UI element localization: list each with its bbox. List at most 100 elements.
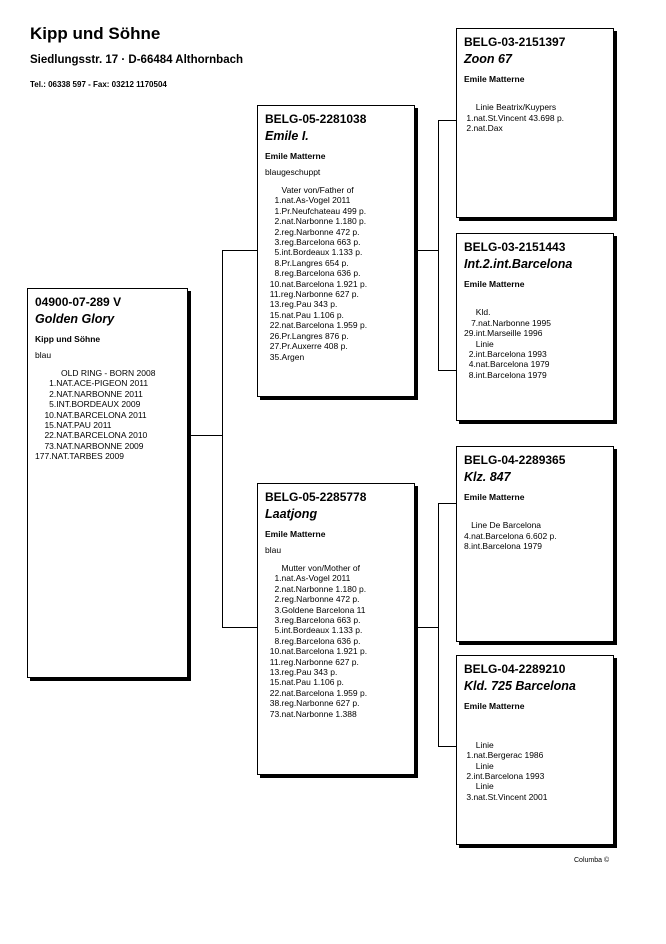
- performance-line: 35.Argen: [265, 351, 305, 362]
- pigeon-color: blau: [35, 350, 52, 360]
- performance-line: Line De Barcelona: [464, 520, 542, 531]
- performance-list: Linie Beatrix/Kuypers 1.nat.St.Vincent 4…: [464, 92, 606, 134]
- performance-line: 1.nat.St.Vincent 43.698 p.: [464, 112, 565, 123]
- connector-line: [438, 503, 456, 504]
- connector-line: [438, 120, 439, 371]
- performance-line: Mutter von/Mother of: [265, 563, 360, 573]
- performance-line: 1.nat.As-Vogel 2011: [265, 573, 351, 584]
- pigeon-breeder: Emile Matterne: [265, 529, 326, 539]
- performance-line: 1.Pr.Neufchateau 499 p.: [265, 205, 367, 216]
- pigeon-card-dam-dam[interactable]: BELG-04-2289210 Kld. 725 Barcelona Emile…: [456, 655, 614, 845]
- performance-line: 73.nat.Narbonne 1.388: [265, 708, 357, 719]
- performance-line: 1.nat.Bergerac 1986: [464, 750, 544, 761]
- performance-line: 22.NAT.BARCELONA 2010: [35, 430, 148, 441]
- pigeon-card-sire-dam[interactable]: BELG-03-2151443 Int.2.int.Barcelona Emil…: [456, 233, 614, 421]
- ring-number: BELG-03-2151397: [464, 35, 566, 49]
- performance-line: 2.nat.Narbonne 1.180 p.: [265, 216, 367, 227]
- breeder-address: Siedlungsstr. 17 · D-66484 Althornbach: [30, 54, 244, 66]
- performance-line: 22.nat.Barcelona 1.959 p.: [265, 687, 368, 698]
- breeder-name: Kipp und Söhne: [30, 24, 161, 43]
- performance-line: 7.nat.Narbonne 1995: [464, 317, 551, 328]
- performance-line: 15.nat.Pau 1.106 p.: [265, 677, 344, 688]
- performance-line: 5.int.Bordeaux 1.133 p.: [265, 625, 363, 636]
- performance-line: 8.int.Barcelona 1979: [464, 369, 547, 380]
- performance-line: 2.reg.Narbonne 472 p.: [265, 226, 360, 237]
- performance-line: [464, 92, 606, 102]
- pigeon-card-sire[interactable]: BELG-05-2281038 Emile I. Emile Matterne …: [257, 105, 415, 397]
- pigeon-name: Int.2.int.Barcelona: [464, 257, 573, 271]
- performance-line: 8.int.Barcelona 1979: [464, 541, 542, 552]
- performance-line: 4.nat.Barcelona 6.602 p.: [464, 530, 557, 541]
- performance-line: 13.reg.Pau 343 p.: [265, 667, 338, 678]
- performance-line: 11.reg.Narbonne 627 p.: [265, 289, 359, 300]
- pigeon-name: Emile I.: [265, 129, 309, 143]
- pigeon-color: blau: [265, 545, 282, 555]
- performance-line: [464, 729, 606, 739]
- performance-line: 1.NAT.ACE-PIGEON 2011: [35, 378, 149, 389]
- pigeon-card-sire-sire[interactable]: BELG-03-2151397 Zoon 67 Emile Matterne L…: [456, 28, 614, 218]
- pigeon-name: Golden Glory: [35, 312, 115, 326]
- ring-number: BELG-04-2289365: [464, 453, 566, 467]
- pigeon-name: Kld. 725 Barcelona: [464, 679, 576, 693]
- connector-line: [222, 250, 223, 628]
- pigeon-name: Klz. 847: [464, 470, 511, 484]
- pigeon-name: Zoon 67: [464, 52, 512, 66]
- performance-line: Linie: [464, 338, 494, 349]
- connector-line: [222, 250, 259, 251]
- performance-line: 3.reg.Barcelona 663 p.: [265, 237, 361, 248]
- performance-line: Linie: [464, 760, 494, 771]
- performance-line: [464, 510, 606, 520]
- performance-line: Linie: [464, 739, 494, 750]
- performance-line: Linie Beatrix/Kuypers: [464, 102, 557, 113]
- performance-line: 5.int.Bordeaux 1.133 p.: [265, 247, 363, 258]
- pigeon-breeder: Emile Matterne: [464, 492, 525, 502]
- performance-line: 3.nat.St.Vincent 2001: [464, 791, 548, 802]
- software-credit: Columba ©: [574, 857, 610, 864]
- performance-line: 15.NAT.PAU 2011: [35, 420, 112, 431]
- pigeon-breeder: Kipp und Söhne: [35, 334, 101, 344]
- performance-line: 2.NAT.NARBONNE 2011: [35, 388, 143, 399]
- connector-line: [438, 503, 439, 747]
- ring-number: 04900-07-289 V: [35, 295, 122, 309]
- performance-line: Kld.: [464, 307, 491, 318]
- connector-line: [188, 435, 223, 436]
- performance-line: 13.reg.Pau 343 p.: [265, 299, 338, 310]
- performance-line: 73.NAT.NARBONNE 2009: [35, 440, 144, 451]
- performance-line: 3.Goldene Barcelona 11: [265, 604, 366, 615]
- performance-line: 10.nat.Barcelona 1.921 p.: [265, 278, 368, 289]
- performance-line: [464, 297, 606, 307]
- connector-line: [415, 627, 439, 628]
- performance-line: 1.nat.As-Vogel 2011: [265, 195, 351, 206]
- performance-list: Linie 1.nat.Bergerac 1986 Linie 2.int.Ba…: [464, 719, 606, 802]
- performance-line: 2.int.Barcelona 1993: [464, 771, 545, 782]
- performance-line: 22.nat.Barcelona 1.959 p.: [265, 320, 368, 331]
- performance-list: Vater von/Father of 1.nat.As-Vogel 2011 …: [265, 185, 407, 362]
- pigeon-card-dam-sire[interactable]: BELG-04-2289365 Klz. 847 Emile Matterne …: [456, 446, 614, 642]
- performance-line: 26.Pr.Langres 876 p.: [265, 330, 349, 341]
- pigeon-card-dam[interactable]: BELG-05-2285778 Laatjong Emile Matterne …: [257, 483, 415, 775]
- breeder-contact: Tel.: 06338 597 - Fax: 03212 1170504: [30, 80, 167, 89]
- performance-line: 8.Pr.Langres 654 p.: [265, 257, 349, 268]
- performance-line: 2.reg.Narbonne 472 p.: [265, 594, 360, 605]
- performance-line: 177.NAT.TARBES 2009: [35, 451, 124, 462]
- performance-list: Mutter von/Mother of 1.nat.As-Vogel 2011…: [265, 563, 407, 719]
- ring-number: BELG-05-2281038: [265, 112, 367, 126]
- pigeon-breeder: Emile Matterne: [265, 151, 326, 161]
- connector-line: [415, 250, 439, 251]
- connector-line: [438, 120, 456, 121]
- performance-line: OLD RING - BORN 2008: [35, 368, 156, 378]
- performance-line: 5.INT.BORDEAUX 2009: [35, 399, 141, 410]
- pigeon-breeder: Emile Matterne: [464, 279, 525, 289]
- performance-line: Vater von/Father of: [265, 185, 354, 195]
- pigeon-card-subject[interactable]: 04900-07-289 V Golden Glory Kipp und Söh…: [27, 288, 188, 678]
- connector-line: [438, 370, 456, 371]
- connector-line: [438, 746, 456, 747]
- pigeon-color: blaugeschuppt: [265, 167, 321, 177]
- performance-line: Linie: [464, 781, 494, 792]
- performance-line: 11.reg.Narbonne 627 p.: [265, 656, 359, 667]
- connector-line: [222, 627, 259, 628]
- pigeon-breeder: Emile Matterne: [464, 74, 525, 84]
- performance-line: 8.reg.Barcelona 636 p.: [265, 268, 361, 279]
- performance-line: 2.int.Barcelona 1993: [464, 349, 547, 360]
